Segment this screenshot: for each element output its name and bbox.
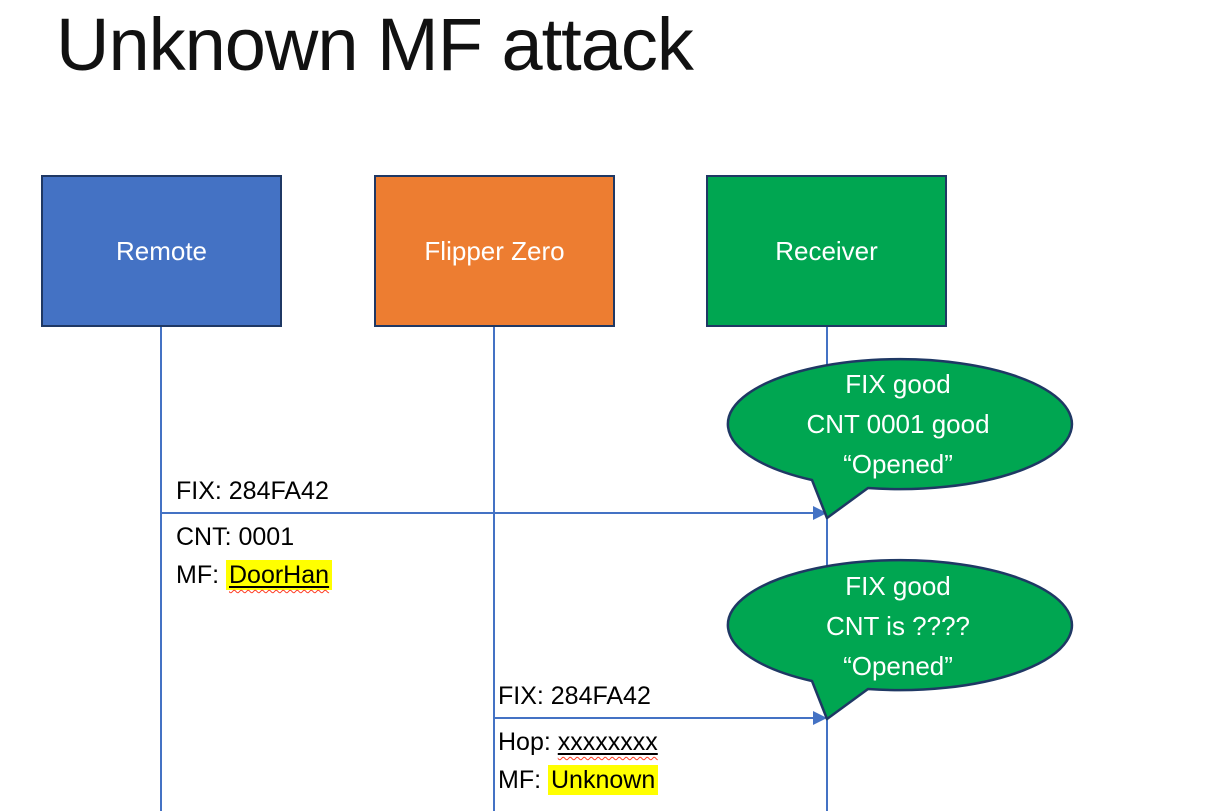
actor-label-receiver: Receiver <box>775 235 878 266</box>
message1-mf-value: DoorHan <box>229 561 330 589</box>
message1-cnt-row: CNT: 0001 <box>176 518 332 556</box>
callout-bubble-1 <box>726 357 1074 520</box>
message2-mf-prefix: MF: <box>498 766 548 794</box>
message1-label-fix: FIX: 284FA42 <box>176 472 329 510</box>
callout1-line2: CNT 0001 good <box>806 409 990 439</box>
message2-fix-text: FIX: 284FA42 <box>498 682 651 710</box>
actor-box-receiver: Receiver <box>706 175 947 327</box>
callout2-line3: “Opened” <box>843 651 953 681</box>
message1-label-details: CNT: 0001 MF: DoorHan <box>176 518 333 594</box>
actor-box-flipper-zero: Flipper Zero <box>374 175 615 327</box>
slide-title: Unknown MF attack <box>56 3 694 86</box>
speech-bubble-shape-1 <box>726 357 1074 520</box>
message1-arrow-line <box>161 512 814 514</box>
callout2-line1: FIX good <box>845 571 951 601</box>
message2-arrowhead-icon <box>813 711 827 725</box>
message2-label-fix: FIX: 284FA42 <box>498 677 651 715</box>
message2-hop-value: xxxxxxxx <box>557 728 658 756</box>
callout1-line1: FIX good <box>845 369 951 399</box>
callout-bubble-2 <box>726 558 1074 721</box>
message1-cnt-text: CNT: 0001 <box>176 523 295 551</box>
lifeline-flipper-zero <box>493 327 495 811</box>
message2-mf-row: MF: Unknown <box>498 761 659 799</box>
message1-mf-value-highlight: DoorHan <box>226 560 333 590</box>
message2-hop-prefix: Hop: <box>498 728 558 756</box>
message1-fix-text: FIX: 284FA42 <box>176 477 329 505</box>
actor-label-remote: Remote <box>115 235 208 266</box>
callout2-text: FIX good CNT is ???? “Opened” <box>722 566 1074 686</box>
message2-hop-value-wrap: xxxxxxxx <box>558 728 658 756</box>
callout1-line3: “Opened” <box>843 449 953 479</box>
lifeline-remote <box>160 327 162 811</box>
message2-mf-value: Unknown <box>551 766 656 794</box>
speech-bubble-shape-2 <box>726 558 1074 721</box>
callout2-line2: CNT is ???? <box>825 611 971 641</box>
actor-label-flipper-zero: Flipper Zero <box>424 235 565 266</box>
message1-mf-row: MF: DoorHan <box>176 556 333 594</box>
message1-mf-prefix: MF: <box>176 561 226 589</box>
callout1-text: FIX good CNT 0001 good “Opened” <box>722 364 1074 484</box>
message2-arrow-line <box>494 717 814 719</box>
message2-label-details: Hop: xxxxxxxx MF: Unknown <box>498 723 659 799</box>
actor-box-remote: Remote <box>41 175 282 327</box>
message2-hop-row: Hop: xxxxxxxx <box>498 723 658 761</box>
message2-mf-value-highlight: Unknown <box>548 765 659 795</box>
